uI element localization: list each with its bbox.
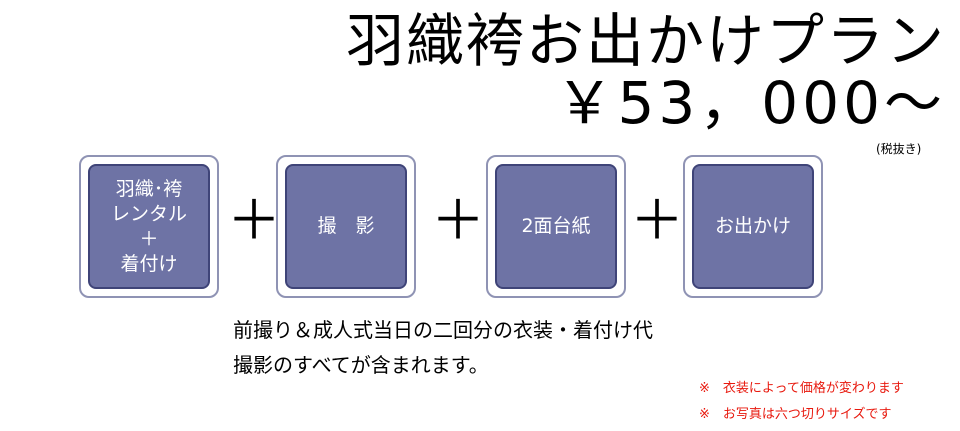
plan-price: ￥53，000～ [555,69,946,137]
item-card-mount-label: 2面台紙 [495,164,617,289]
plan-title: 羽織袴お出かけプラン [345,7,946,75]
tax-note: (税抜き) [876,142,922,156]
note-price-varies: ※ 衣装によって価格が変わります [699,381,904,396]
item-card-rental: 羽織･袴 レンタル ＋ 着付け [79,155,219,298]
item-card-outing-label: お出かけ [692,164,814,289]
item-card-photo: 撮 影 [276,155,416,298]
plus-sign-2: ＋ [431,189,485,252]
plus-sign-3: ＋ [630,189,684,252]
item-card-mount: 2面台紙 [486,155,626,298]
description-line-2: 撮影のすべてが含まれます。 [233,353,489,377]
description-line-1: 前撮り＆成人式当日の二回分の衣装・着付け代 [233,318,653,342]
note-photo-size: ※ お写真は六つ切りサイズです [699,407,892,422]
item-card-outing: お出かけ [683,155,823,298]
item-card-photo-label: 撮 影 [285,164,407,289]
plus-sign-1: ＋ [227,189,281,252]
item-card-rental-label: 羽織･袴 レンタル ＋ 着付け [88,164,210,289]
